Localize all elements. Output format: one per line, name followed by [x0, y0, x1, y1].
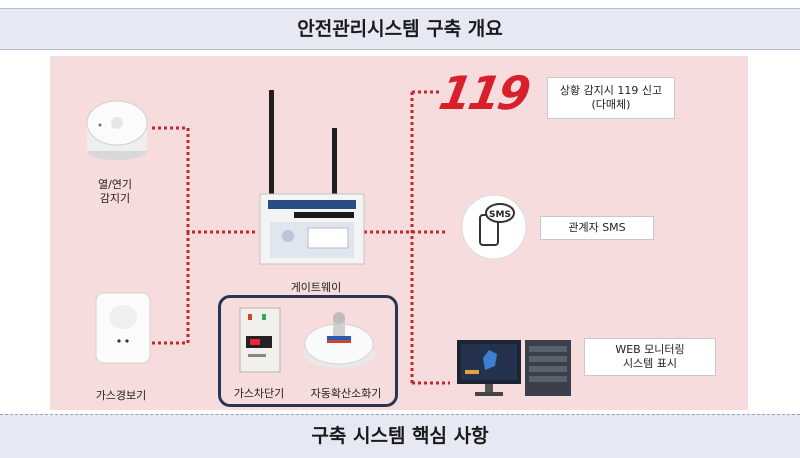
auto-extinguisher-label: 자동확산소화기 [310, 387, 382, 400]
fire-119-logo: 119 [435, 66, 532, 120]
web-label-box: WEB 모니터링 시스템 표시 [584, 338, 716, 376]
gas-shutoff-label: 가스차단기 [233, 387, 285, 400]
fire-119-label-box: 상황 감지시 119 신고 (다매체) [547, 77, 675, 119]
sms-label: 관계자 SMS [568, 221, 626, 234]
gateway-icon [259, 90, 365, 265]
section-title: 구축 시스템 핵심 사항 [311, 425, 489, 447]
heat-smoke-detector-label-line2: 감지기 [99, 192, 131, 205]
auto-extinguisher-icon [303, 312, 375, 368]
sms-label-box: 관계자 SMS [540, 216, 654, 240]
heat-smoke-detector-label-line1: 열/연기 [97, 178, 133, 191]
gas-alarm-icon [95, 292, 151, 364]
sms-badge-text: SMS [489, 210, 511, 220]
footer-banner: 구축 시스템 핵심 사항 [0, 414, 800, 458]
web-label-line2: 시스템 표시 [622, 357, 678, 370]
web-label-line1: WEB 모니터링 [615, 343, 685, 356]
connector-gas-alarm [152, 232, 190, 345]
web-monitor-icon [457, 340, 571, 396]
connector-detector [152, 126, 258, 234]
page-title: 안전관리시스템 구축 개요 [297, 18, 503, 40]
heat-smoke-detector-label: 열/연기 감지기 [70, 178, 160, 206]
header-banner: 안전관리시스템 구축 개요 [0, 8, 800, 50]
gas-shutoff-icon [239, 307, 281, 373]
gateway-label: 게이트웨이 [290, 281, 342, 294]
fire-119-label-line1: 상황 감지시 119 신고 [559, 84, 663, 97]
heat-smoke-detector-icon [86, 100, 148, 160]
actuator-group-box [218, 295, 398, 407]
gas-alarm-label: 가스경보기 [95, 389, 147, 402]
sms-phone-icon: SMS [461, 194, 527, 260]
fire-119-label-line2: (다매체) [591, 98, 631, 111]
